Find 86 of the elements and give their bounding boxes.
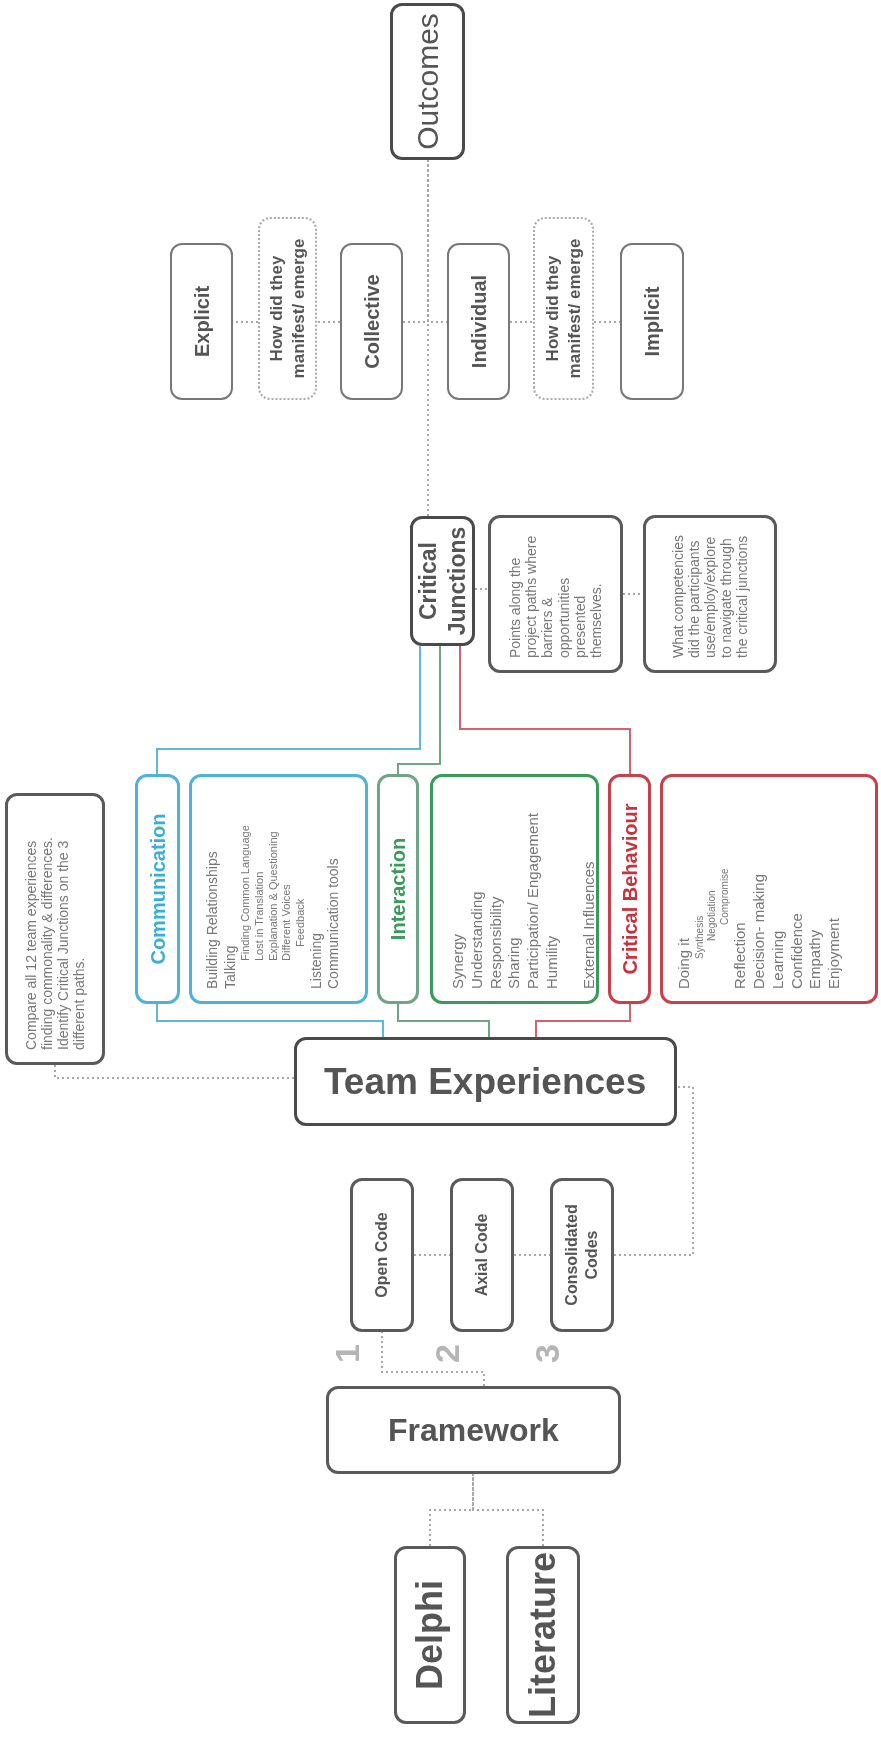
rounded-box xyxy=(450,1178,514,1332)
box-label: Open Code xyxy=(372,1212,391,1298)
rounded-box xyxy=(170,243,233,400)
list-item: Learning xyxy=(768,930,787,989)
list-box xyxy=(430,774,599,1004)
list-item: Negotiation xyxy=(706,890,719,941)
box-label: Delphi xyxy=(408,1580,451,1690)
connector-line xyxy=(156,645,421,775)
note-text: Points along the project paths where barriers & opportunities presented themselves. xyxy=(507,534,604,658)
box-label: Critical Junctions xyxy=(413,525,471,638)
box-label: Collective xyxy=(359,274,384,369)
rounded-box xyxy=(340,243,403,400)
box-label: Explicit xyxy=(189,285,214,358)
list-item: Lost in Translation xyxy=(252,871,266,961)
rounded-box xyxy=(447,243,510,400)
list-item: Building Relationships xyxy=(204,851,221,989)
note-box xyxy=(5,793,105,1065)
connector-line xyxy=(397,1003,490,1038)
note-text: What competencies did the participants use/employ/explore to navigate through the critical junctions xyxy=(669,534,751,658)
list-item: Reflection xyxy=(731,922,750,989)
list-item: Explanation & Questioning xyxy=(266,831,280,961)
category-box xyxy=(377,774,419,1004)
connector-line xyxy=(54,1064,295,1079)
step-number: 1 xyxy=(330,1344,364,1363)
list-box xyxy=(660,774,878,1004)
rounded-box xyxy=(506,1546,580,1724)
dotted-box xyxy=(258,217,317,400)
rounded-box xyxy=(620,243,684,400)
list-item: External Influences xyxy=(579,861,598,989)
connector-line xyxy=(397,645,441,775)
rounded-box xyxy=(550,1178,614,1332)
list-item: Understanding xyxy=(467,891,486,989)
box-label: Implicit xyxy=(640,286,664,357)
list-item: Synergy xyxy=(449,933,467,989)
category-box xyxy=(135,774,180,1004)
list-item: Participation/ Engagement xyxy=(524,813,542,989)
connector-line xyxy=(156,1003,384,1038)
box-label: Critical Behaviour xyxy=(617,803,642,975)
note-text: Compare all 12 team experiences finding commonality & differences. Identify Critical Junctions on the 3 different paths. xyxy=(22,836,88,1050)
box-label: Consolidated Codes xyxy=(562,1203,601,1308)
list-item: Different Voices xyxy=(280,884,294,961)
box-label: Communication xyxy=(145,813,170,965)
list-item: Confidence xyxy=(787,913,806,989)
list-item: Synthesis xyxy=(693,915,706,959)
connector-line xyxy=(459,645,631,775)
box-label: How did they manifest/ emerge xyxy=(266,237,309,381)
list-item: Empathy xyxy=(806,929,825,989)
list-item: Sharing xyxy=(505,937,524,989)
box-label: Axial Code xyxy=(472,1213,491,1297)
box-label: Literature xyxy=(521,1552,564,1719)
note-box xyxy=(488,515,623,673)
box-label: Team Experiences xyxy=(324,1059,647,1104)
box-label: Framework xyxy=(388,1411,559,1450)
box-label: Outcomes xyxy=(410,13,445,150)
list-item: Feedback xyxy=(294,898,307,947)
connector-line xyxy=(316,321,341,323)
category-box xyxy=(608,774,651,1004)
list-item: Decision- making xyxy=(750,873,768,989)
list-item: Compromise xyxy=(718,868,731,925)
connector-line xyxy=(472,1473,544,1547)
dotted-box xyxy=(533,217,594,400)
connector-line xyxy=(474,588,489,590)
step-number: 2 xyxy=(430,1344,464,1363)
rounded-box xyxy=(410,516,475,646)
list-item: Responsibility xyxy=(486,896,505,989)
rounded-box xyxy=(350,1178,414,1332)
list-box xyxy=(189,774,368,1004)
connector-line xyxy=(535,1003,631,1038)
list-item: Listening xyxy=(307,932,325,989)
box-label: Interaction xyxy=(386,837,410,941)
rounded-box xyxy=(390,3,465,160)
box-label: Individual xyxy=(466,274,491,369)
list-item: Talking xyxy=(221,945,239,989)
list-item: Communication tools xyxy=(325,858,343,989)
list-item: Doing it xyxy=(675,938,693,989)
rounded-box xyxy=(326,1386,621,1474)
connector-line xyxy=(509,321,534,323)
connector-line xyxy=(613,1086,694,1256)
list-item: Enjoyment xyxy=(825,918,843,989)
step-number: 3 xyxy=(530,1344,564,1363)
box-label: How did they manifest/ emerge xyxy=(542,237,585,381)
note-box xyxy=(643,515,777,673)
rounded-box xyxy=(394,1546,466,1724)
list-item: Humility xyxy=(542,935,561,989)
rounded-box xyxy=(294,1037,677,1126)
list-item: Finding Common Language xyxy=(239,825,252,961)
